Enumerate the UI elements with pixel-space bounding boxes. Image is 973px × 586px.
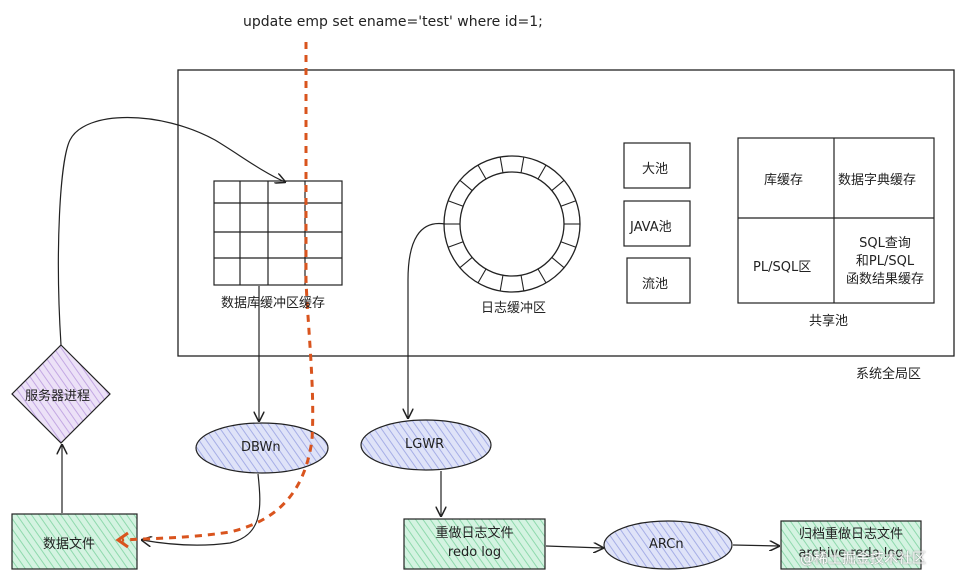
dict-cache-label: 数据字典缓存: [838, 173, 917, 188]
redo-log-line-2: redo log: [447, 545, 502, 560]
archive-log-label: 归档重做日志文件 archive redo log: [781, 525, 921, 563]
buffer-cache-label: 数据库缓冲区缓存: [221, 296, 326, 311]
archive-log-line-1: 归档重做日志文件: [798, 527, 903, 542]
result-cache-line-3: 函数结果缓存: [845, 272, 924, 287]
log-buffer-slot-divider: [551, 179, 565, 191]
library-cache-label: 库缓存: [764, 173, 804, 188]
log-buffer-slot-divider: [447, 200, 464, 207]
log-buffer-slot-divider: [459, 179, 473, 191]
sql-flow-arrowhead: [115, 531, 129, 549]
shared-pool-label: 共享池: [809, 314, 849, 329]
dbwn-ellipse: [195, 422, 329, 474]
archive-log-box: [780, 520, 922, 570]
log-buffer-slot-divider: [499, 275, 504, 292]
log-buffer-slot-divider: [560, 200, 577, 207]
log-buffer-slot-divider: [537, 268, 547, 284]
log-buffer-slot-divider: [477, 164, 487, 180]
sga-label: 系统全局区: [856, 367, 922, 382]
buffer-cache-grid: [213, 180, 343, 286]
sql-statement: update emp set ename='test' where id=1;: [243, 14, 543, 30]
data-file-label: 数据文件: [43, 537, 96, 552]
dbwn-label: DBWn: [241, 440, 281, 455]
shared-pool-grid: [737, 137, 935, 304]
log-buffer-slot-divider: [447, 241, 464, 248]
server-process-label: 服务器进程: [25, 389, 91, 404]
arrow-dbwn-to-data-file: [142, 473, 261, 545]
lgwr-label: LGWR: [405, 437, 445, 452]
java-pool-box: [623, 200, 691, 247]
log-buffer-slot-divider: [551, 257, 565, 269]
log-buffer-ring: [443, 155, 581, 293]
sga-box: [177, 69, 955, 357]
arrow-redo-to-arcn: [545, 546, 603, 548]
redo-log-box: [403, 518, 546, 570]
result-cache-line-1: SQL查询: [859, 236, 911, 251]
arrow-server-to-cache: [57, 116, 285, 346]
archive-log-line-2: archive redo log: [798, 546, 904, 561]
log-buffer-label: 日志缓冲区: [481, 301, 547, 316]
log-buffer-slot-divider: [499, 156, 504, 173]
log-buffer-slot-divider: [520, 156, 525, 173]
stream-pool-label: 流池: [642, 277, 669, 292]
redo-log-label: 重做日志文件 redo log: [404, 524, 545, 562]
server-process-diamond: [11, 344, 111, 444]
result-cache-label: SQL查询 和PL/SQL 函数结果缓存: [836, 235, 934, 289]
watermark: @稀土掘金技术社区: [800, 551, 926, 567]
redo-log-line-1: 重做日志文件: [435, 526, 514, 541]
large-pool-label: 大池: [642, 162, 669, 177]
arrow-arcn-to-archive: [732, 545, 779, 546]
arrow-log-buffer-to-lgwr: [408, 222, 446, 418]
log-buffer-slot-divider: [560, 241, 577, 248]
log-buffer-slot-divider: [459, 257, 473, 269]
plsql-area-label: PL/SQL区: [753, 260, 812, 275]
java-pool-label: JAVA池: [630, 220, 672, 235]
lgwr-ellipse: [360, 419, 492, 471]
log-buffer-slot-divider: [520, 275, 525, 292]
data-file-box: [11, 513, 138, 570]
stream-pool-box: [626, 257, 691, 304]
arcn-label: ARCn: [649, 537, 684, 552]
log-buffer-slot-divider: [537, 164, 547, 180]
result-cache-line-2: 和PL/SQL: [855, 254, 915, 269]
log-buffer-slot-divider: [477, 268, 487, 284]
large-pool-box: [623, 142, 691, 189]
